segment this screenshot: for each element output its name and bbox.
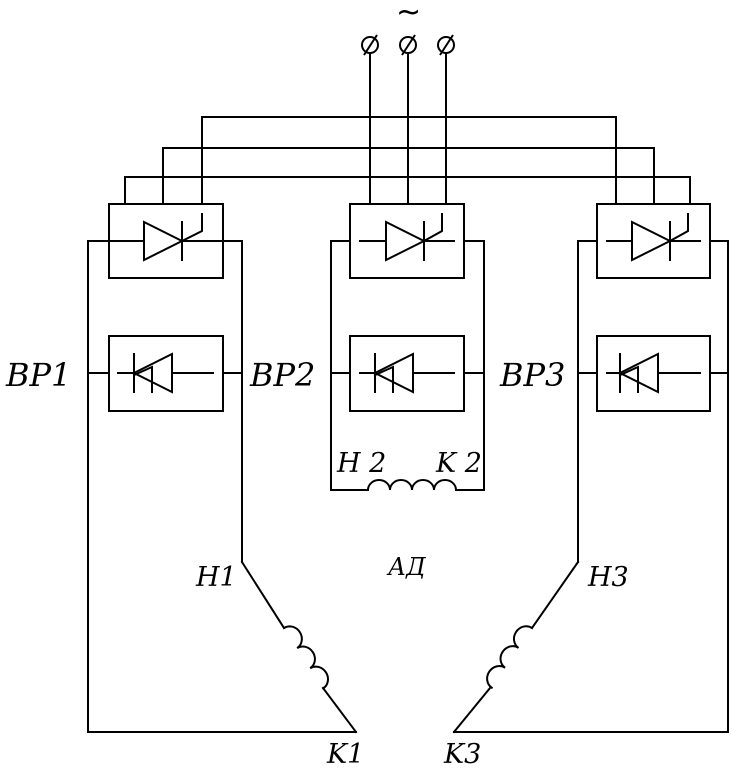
winding2-start-label: H 2 — [336, 448, 386, 479]
br1-label: BP1 — [5, 356, 71, 394]
winding-3: H3 K3 — [443, 557, 729, 770]
thyristor-icon — [359, 213, 455, 262]
winding-2: H 2 K 2 — [330, 448, 485, 492]
ac-symbol: ~ — [396, 0, 421, 30]
winding2-end-label: K 2 — [435, 448, 482, 479]
br3-label: BP3 — [499, 356, 565, 394]
thyristor-icon — [606, 213, 701, 262]
motor-label: АД — [386, 553, 426, 581]
winding1-end-label: K1 — [326, 739, 364, 770]
rectifier-br3: BP3 — [499, 203, 729, 733]
rectifier-br1: BP1 — [5, 203, 243, 733]
thyristor-icon — [87, 352, 243, 394]
winding3-end-label: K3 — [443, 739, 481, 770]
winding-1: H1 K1 — [87, 539, 364, 770]
rectifier-br2: BP2 — [249, 203, 485, 491]
winding3-start-label: H3 — [587, 562, 629, 593]
supply-bus — [124, 52, 691, 205]
thyristor-icon — [108, 213, 224, 262]
br2-label: BP2 — [249, 356, 315, 394]
winding1-start-label: H1 — [195, 562, 237, 593]
thyristor-icon — [330, 352, 485, 394]
thyristor-icon — [577, 352, 729, 394]
